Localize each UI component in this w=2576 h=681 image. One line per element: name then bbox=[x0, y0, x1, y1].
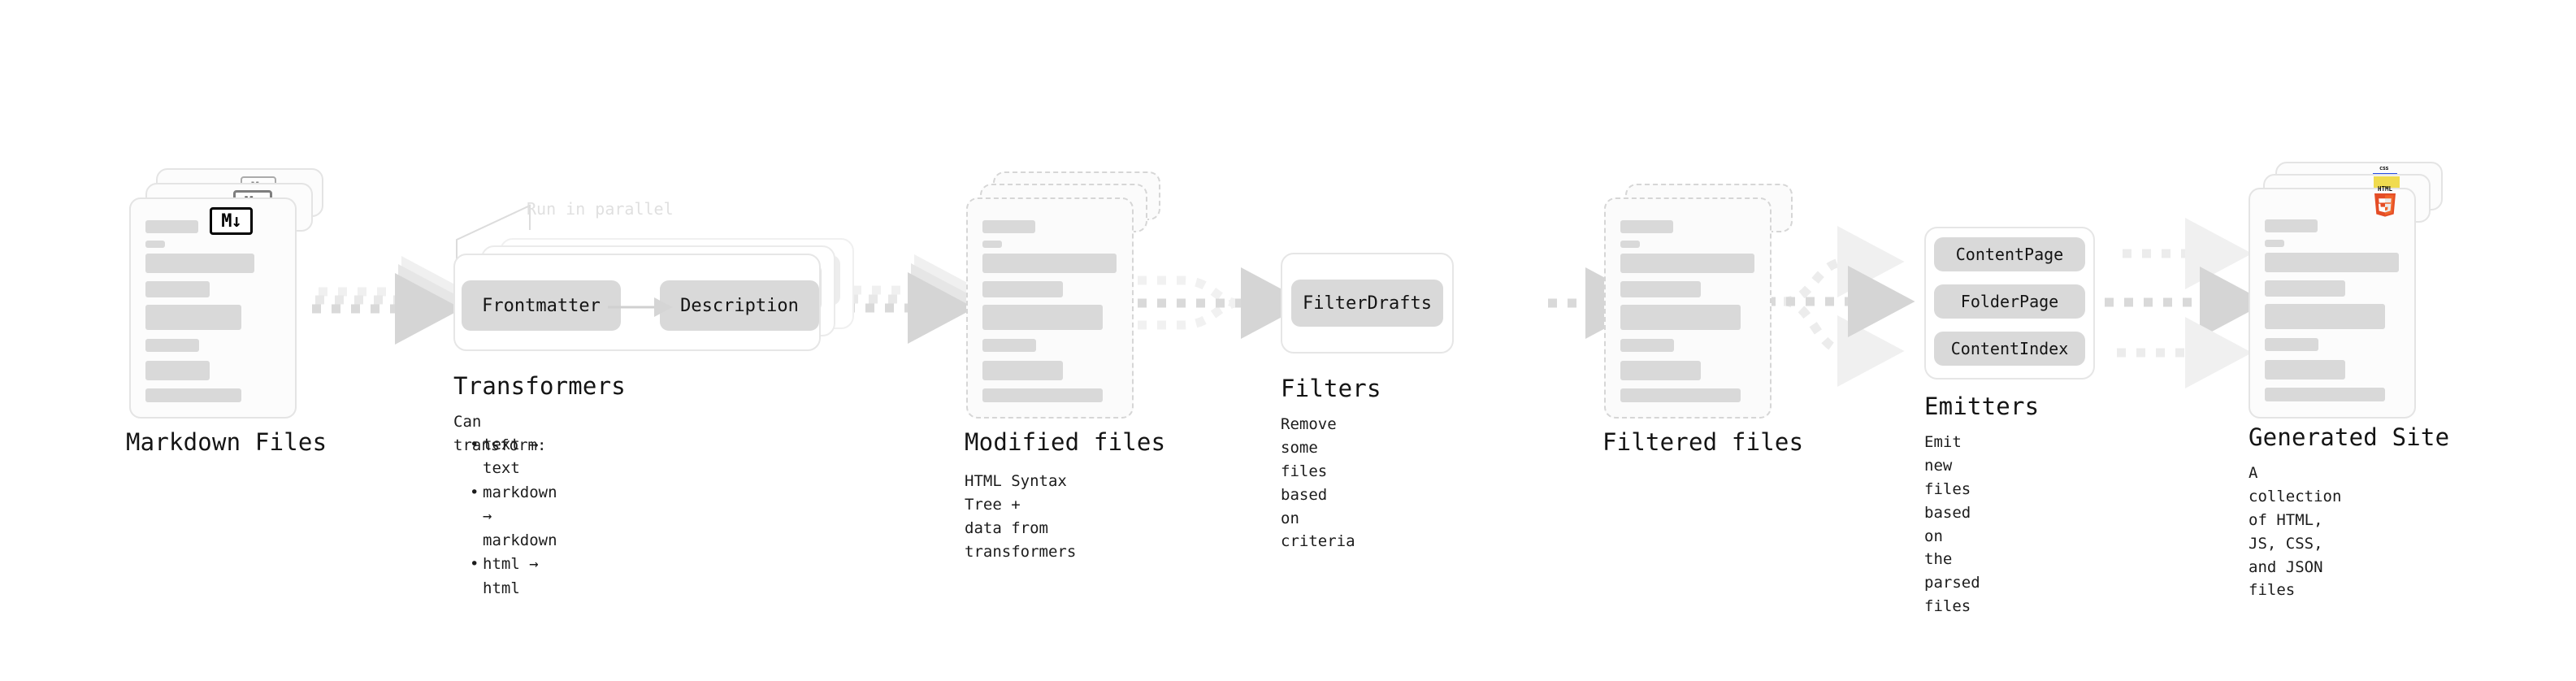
text-line bbox=[1620, 339, 1674, 352]
markdown-badge-letter: M bbox=[221, 210, 232, 232]
text-line bbox=[145, 388, 241, 402]
html5-badge: HTML bbox=[2374, 185, 2396, 217]
modified-files-title: Modified files bbox=[965, 428, 1166, 456]
emitters-subtitle: Emit new files based on the parsed files bbox=[1924, 433, 1980, 616]
connector-md-to-transformers bbox=[312, 256, 469, 345]
text-line bbox=[145, 339, 199, 352]
text-line bbox=[145, 361, 210, 380]
generated-site-title: Generated Site bbox=[2249, 423, 2450, 451]
run-in-parallel-label: Run in parallel bbox=[527, 199, 674, 219]
js-badge bbox=[2374, 176, 2400, 190]
text-line bbox=[2265, 253, 2399, 272]
text-line bbox=[1620, 220, 1673, 233]
filtered-files-title: Filtered files bbox=[1602, 428, 1804, 456]
text-line bbox=[2265, 240, 2284, 247]
emitter-chip-label: FolderPage bbox=[1960, 292, 2059, 311]
transformers-bullet-list: text → text markdown → markdown html → h… bbox=[468, 433, 557, 601]
transformers-bullet: text → text bbox=[470, 433, 557, 481]
emitters-title: Emitters bbox=[1924, 393, 2040, 420]
text-line bbox=[145, 305, 241, 330]
text-line bbox=[1620, 361, 1701, 380]
markdown-files-title: Markdown Files bbox=[126, 428, 327, 456]
text-line bbox=[982, 220, 1035, 233]
emitter-chip-label: ContentPage bbox=[1955, 245, 2064, 264]
text-line bbox=[2265, 219, 2318, 232]
text-line bbox=[982, 254, 1117, 273]
filtered-sheet-front bbox=[1604, 197, 1772, 419]
transformer-chip-label: Description bbox=[680, 295, 799, 316]
filters-title: Filters bbox=[1281, 375, 1381, 402]
text-line bbox=[145, 220, 198, 233]
transformer-inner-arrow-main bbox=[608, 297, 673, 317]
site-sheet-front bbox=[2249, 188, 2416, 419]
markdown-badge-front: M↓ bbox=[210, 207, 253, 235]
text-line bbox=[2265, 338, 2318, 351]
text-line bbox=[2265, 360, 2345, 380]
emitter-chip-contentindex[interactable]: ContentIndex bbox=[1934, 332, 2085, 366]
text-line bbox=[145, 241, 165, 248]
modified-sheet-front bbox=[966, 197, 1134, 419]
text-line bbox=[1620, 305, 1741, 330]
text-line bbox=[1620, 388, 1741, 402]
text-line bbox=[2265, 304, 2385, 329]
modified-files-subtitle: HTML Syntax Tree + data from transformer… bbox=[965, 472, 1077, 561]
text-line bbox=[2265, 280, 2345, 297]
filter-chip-filterdrafts[interactable]: FilterDrafts bbox=[1291, 280, 1443, 327]
emitter-chip-contentpage[interactable]: ContentPage bbox=[1934, 237, 2085, 271]
emitter-chip-folderpage[interactable]: FolderPage bbox=[1934, 284, 2085, 319]
filters-subtitle: Remove some files based on criteria bbox=[1281, 415, 1355, 551]
text-line bbox=[1620, 254, 1754, 273]
text-line bbox=[982, 305, 1103, 330]
text-line bbox=[1620, 281, 1701, 297]
text-line bbox=[145, 254, 254, 273]
text-line bbox=[2265, 388, 2385, 401]
generated-site-subtitle: A collection of HTML, JS, CSS, and JSON … bbox=[2249, 464, 2342, 600]
run-in-parallel-leader bbox=[456, 204, 531, 261]
text-line bbox=[145, 281, 210, 297]
transformer-chip-description[interactable]: Description bbox=[660, 280, 819, 331]
css-badge-label: css bbox=[2379, 165, 2389, 171]
transformer-chip-frontmatter[interactable]: Frontmatter bbox=[462, 280, 621, 331]
transformers-bullet: markdown → markdown bbox=[470, 481, 557, 553]
emitter-chip-label: ContentIndex bbox=[1950, 339, 2069, 358]
text-line bbox=[982, 361, 1063, 380]
text-line bbox=[982, 241, 1002, 248]
markdown-badge-arrow-icon: ↓ bbox=[231, 210, 242, 232]
html5-badge-wordmark: HTML bbox=[2378, 185, 2393, 193]
text-line bbox=[982, 281, 1063, 297]
connector-emitters-to-site bbox=[2105, 218, 2267, 388]
text-line bbox=[982, 388, 1103, 402]
transformer-chip-label: Frontmatter bbox=[482, 295, 601, 316]
filter-chip-label: FilterDrafts bbox=[1303, 293, 1432, 314]
text-line bbox=[1620, 241, 1640, 248]
text-line bbox=[982, 339, 1036, 352]
connector-modified-to-filters bbox=[1138, 267, 1308, 339]
transformers-title: Transformers bbox=[453, 372, 626, 400]
transformers-bullet: html → html bbox=[470, 553, 557, 601]
